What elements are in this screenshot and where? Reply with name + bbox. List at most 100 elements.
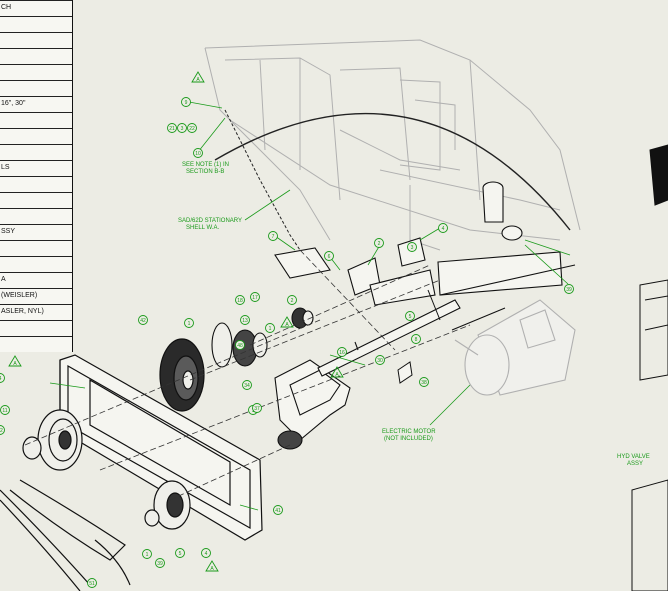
- balloon-number: 8: [415, 337, 418, 343]
- triangle-shape: [191, 71, 205, 83]
- triangle-tag: A: [280, 316, 294, 328]
- balloon-circle: [252, 403, 262, 413]
- bom-cell: LS: [1, 164, 10, 171]
- balloon-number: 11: [2, 408, 7, 414]
- triangle-label: A: [285, 322, 289, 328]
- bom-row: [0, 0, 72, 1]
- balloon-circle: [138, 315, 148, 325]
- balloon-circle: [438, 223, 448, 233]
- balloon-circle: [265, 323, 275, 333]
- balloon-circle: [375, 355, 385, 365]
- balloon-number: 10: [195, 151, 201, 157]
- balloon-number: 21: [169, 126, 175, 132]
- balloon-number: 5: [179, 551, 182, 557]
- balloon-number: 3: [181, 126, 184, 132]
- balloon-circle: [273, 505, 283, 515]
- triangle-label: A: [335, 372, 339, 378]
- balloon-circle: [268, 231, 278, 241]
- triangle-tag: A: [8, 355, 22, 367]
- balloon: 38: [419, 377, 429, 387]
- bom-row: [0, 16, 72, 17]
- section-view-right: [631, 144, 668, 591]
- balloon: 10: [193, 148, 203, 158]
- balloon-number: 12: [0, 428, 3, 434]
- balloon: 8: [411, 334, 421, 344]
- balloon-number: 4: [0, 376, 2, 382]
- balloon-number: 6: [328, 254, 331, 260]
- see-note-line1: SEE NOTE (1) IN: [182, 162, 229, 168]
- balloon-number: 1: [188, 321, 191, 327]
- balloon-number: 17: [252, 295, 258, 301]
- balloon-number: 39: [157, 561, 163, 567]
- balloon: 2: [287, 295, 297, 305]
- balloon: 4: [0, 373, 5, 383]
- triangle-label: A: [13, 361, 17, 367]
- upper-housing: [274, 237, 436, 306]
- balloon-number: 51: [89, 581, 95, 587]
- balloon-circle: [87, 578, 97, 588]
- drive-drum: [159, 338, 205, 412]
- balloon: 6: [324, 251, 334, 261]
- bom-row: [0, 64, 72, 65]
- bom-row: [0, 176, 72, 177]
- motor-label-line2: (NOT INCLUDED): [384, 436, 433, 442]
- bom-cell: A: [1, 276, 6, 283]
- shell-arc: [214, 112, 571, 231]
- bom-row: [0, 192, 72, 193]
- bom-row: [0, 304, 72, 305]
- balloon: 1: [184, 318, 194, 328]
- shaft: [317, 299, 461, 377]
- balloon-number: 2: [291, 298, 294, 304]
- balloon: 5: [405, 311, 415, 321]
- balloon-circle: [181, 97, 191, 107]
- balloon-number: 41: [275, 508, 281, 514]
- balloon-circle: [235, 340, 245, 350]
- bom-row: [0, 336, 72, 337]
- bom-row: [0, 224, 72, 225]
- bom-row: [0, 256, 72, 257]
- balloon-number: 42: [140, 318, 146, 324]
- balloon: 22: [187, 123, 197, 133]
- balloon-number: 39: [566, 287, 572, 293]
- balloon-circle: [337, 347, 347, 357]
- balloon: 1: [265, 323, 275, 333]
- balloon: 34: [242, 380, 252, 390]
- valve-label-line1: HYD VALVE: [617, 454, 650, 460]
- balloon-circle: [564, 284, 574, 294]
- shell-label-line1: SAD/62D STATIONARY: [178, 218, 242, 224]
- bom-cell: CH: [1, 4, 12, 11]
- bom-row: [0, 96, 72, 97]
- balloon-number: 16: [339, 350, 345, 356]
- hydraulic-motor: [437, 181, 576, 296]
- balloon-circle: [142, 549, 152, 559]
- balloon-circle: [167, 123, 177, 133]
- balloon: 37: [252, 403, 262, 413]
- small-parts: [397, 289, 506, 384]
- balloon: 51: [87, 578, 97, 588]
- balloon: 48: [235, 340, 245, 350]
- balloon-circle: [411, 334, 421, 344]
- stationary-shell: [204, 39, 581, 251]
- balloon: 39: [155, 558, 165, 568]
- motor-label-line1: ELECTRIC MOTOR: [382, 429, 436, 435]
- bom-cell: (WEISLER): [1, 292, 38, 299]
- bom-row: [0, 320, 72, 321]
- balloon: 4: [201, 548, 211, 558]
- balloon-circle: [250, 292, 260, 302]
- balloon-circle: [407, 242, 417, 252]
- triangle-label: A: [210, 566, 214, 572]
- balloon-circle: [0, 373, 5, 383]
- bom-row: [0, 128, 72, 129]
- electric-motor: [454, 299, 576, 396]
- triangle-tag: A: [205, 560, 219, 572]
- balloon-callouts: 9213221076243421181713181653048393841141…: [0, 97, 574, 588]
- balloon-circle: [405, 311, 415, 321]
- balloon: 16: [337, 347, 347, 357]
- balloon: 17: [250, 292, 260, 302]
- balloon-number: 4: [205, 551, 208, 557]
- balloon-circle: [177, 123, 187, 133]
- v-belts: [0, 479, 131, 591]
- balloon-number: 34: [244, 383, 250, 389]
